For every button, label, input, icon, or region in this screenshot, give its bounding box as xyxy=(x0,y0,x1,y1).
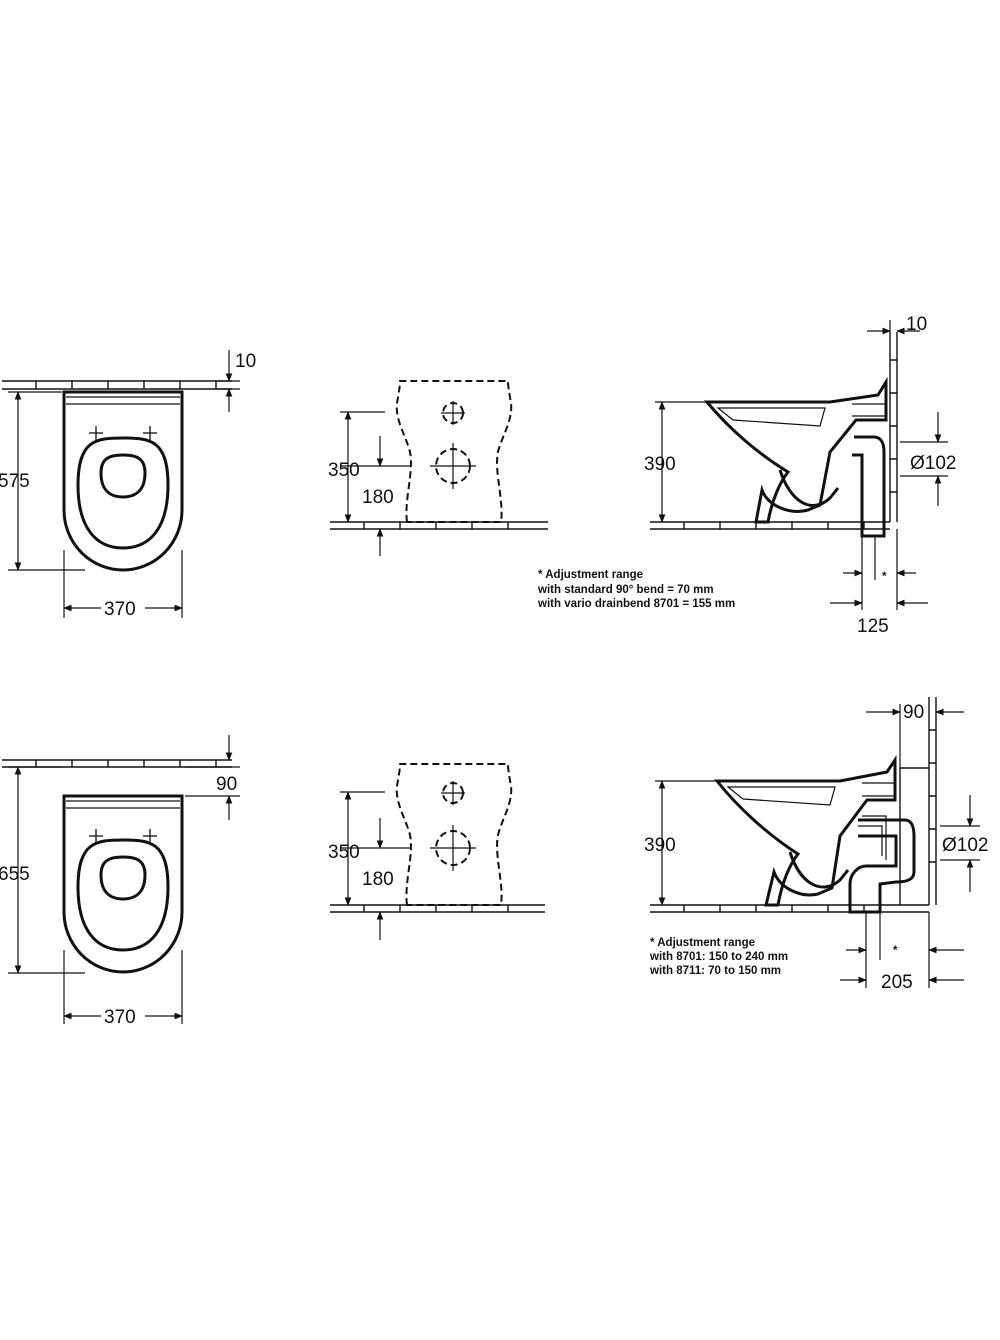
top-note-line-1: * Adjustment range xyxy=(538,569,643,581)
bottom-front-floor xyxy=(330,904,545,913)
bottom-side-floor xyxy=(650,904,929,913)
top-plan-seat-outline xyxy=(76,436,170,550)
top-side-height-label: 390 xyxy=(644,454,676,475)
top-note-line-2: with standard 90° bend = 70 mm xyxy=(537,584,714,596)
top-plan-fixing-hole-left xyxy=(88,425,104,441)
top-note-line-3: with vario drainbend 8701 = 155 mm xyxy=(537,598,735,610)
top-side-inlet-connector xyxy=(852,403,886,417)
bottom-side-bowl-inner xyxy=(726,786,836,806)
top-side-star-label: * xyxy=(882,571,887,583)
bottom-plan-bowl-outline xyxy=(62,794,184,974)
bottom-front-view: 350 180 xyxy=(328,763,545,940)
bottom-note-line-2: with 8701: 150 to 240 mm xyxy=(649,951,788,963)
bottom-side-inlet-connector xyxy=(862,782,895,797)
bottom-plan-width-label: 370 xyxy=(104,1007,136,1028)
bottom-front-upper-outlet xyxy=(441,781,465,805)
top-plan-fixing-hole-right xyxy=(142,425,158,441)
bottom-front-lower-outlet xyxy=(430,825,476,871)
top-plan-wall-gap-label: 10 xyxy=(235,351,256,372)
bottom-side-height-label: 390 xyxy=(644,835,676,856)
bottom-side-bracket xyxy=(858,815,887,860)
bottom-front-lower-height-label: 180 xyxy=(362,869,394,890)
bottom-plan-depth-label: 655 xyxy=(0,864,30,885)
top-front-lower-height-label: 180 xyxy=(362,487,394,508)
top-side-wall-gap-label: 10 xyxy=(906,314,927,335)
bottom-side-outlet-pipe xyxy=(848,818,916,914)
bottom-plan-wall xyxy=(2,759,232,768)
top-side-trap xyxy=(778,469,840,507)
bottom-front-dashed-outline xyxy=(395,763,513,906)
top-plan-seat-lid xyxy=(99,453,147,499)
top-front-outlet-height-label: 350 xyxy=(328,460,360,481)
top-plan-width-label: 370 xyxy=(104,599,136,620)
bottom-front-outlet-height-label: 350 xyxy=(328,842,360,863)
bottom-note-line-3: with 8711: 70 to 150 mm xyxy=(649,965,781,977)
bottom-side-wall-gap-label: 90 xyxy=(903,702,924,723)
top-plan-cistern-edge xyxy=(66,396,180,405)
top-side-bowl-inner xyxy=(716,407,826,427)
top-side-outlet-pipe xyxy=(852,435,886,538)
top-side-view: 10 390 Ø102 * 125 * Adjustment range wit… xyxy=(537,314,956,637)
top-front-view: 350 180 xyxy=(328,380,548,556)
bottom-plan-cistern-edge xyxy=(66,800,180,809)
bottom-plan-view: 90 655 370 xyxy=(0,735,240,1028)
top-plan-depth-label: 575 xyxy=(0,471,30,492)
top-side-pipe-diameter-label: Ø102 xyxy=(910,453,956,474)
bottom-plan-seat-outline xyxy=(76,838,170,952)
bottom-side-view: 90 390 Ø102 * 205 * Adjustment range wit… xyxy=(644,697,988,993)
top-side-wall xyxy=(889,332,898,522)
top-front-floor xyxy=(330,521,548,530)
top-front-upper-outlet xyxy=(441,401,465,425)
top-adjustment-note: * Adjustment range with standard 90° ben… xyxy=(537,569,735,610)
bottom-side-outlet-depth-label: 205 xyxy=(881,972,913,993)
top-plan-view: 10 575 370 xyxy=(0,350,256,620)
bottom-side-bowl-outline xyxy=(713,755,897,907)
top-plan-wall xyxy=(2,380,232,390)
bottom-plan-wall-gap-label: 90 xyxy=(216,774,237,795)
bottom-side-wall xyxy=(928,697,937,905)
top-front-lower-outlet xyxy=(430,443,476,489)
top-side-floor xyxy=(650,521,890,530)
bottom-side-star-label: * xyxy=(893,945,898,957)
bottom-side-trap xyxy=(788,851,850,889)
bottom-side-pipe-diameter-label: Ø102 xyxy=(942,835,988,856)
top-side-outlet-depth-label: 125 xyxy=(857,616,889,637)
bottom-note-line-1: * Adjustment range xyxy=(650,937,755,949)
bottom-plan-seat-lid xyxy=(99,855,147,901)
top-plan-bowl-outline xyxy=(62,390,184,572)
bottom-adjustment-note: * Adjustment range with 8701: 150 to 240… xyxy=(649,937,788,977)
top-side-bowl-outline xyxy=(703,376,888,524)
top-front-dashed-outline xyxy=(395,380,513,523)
